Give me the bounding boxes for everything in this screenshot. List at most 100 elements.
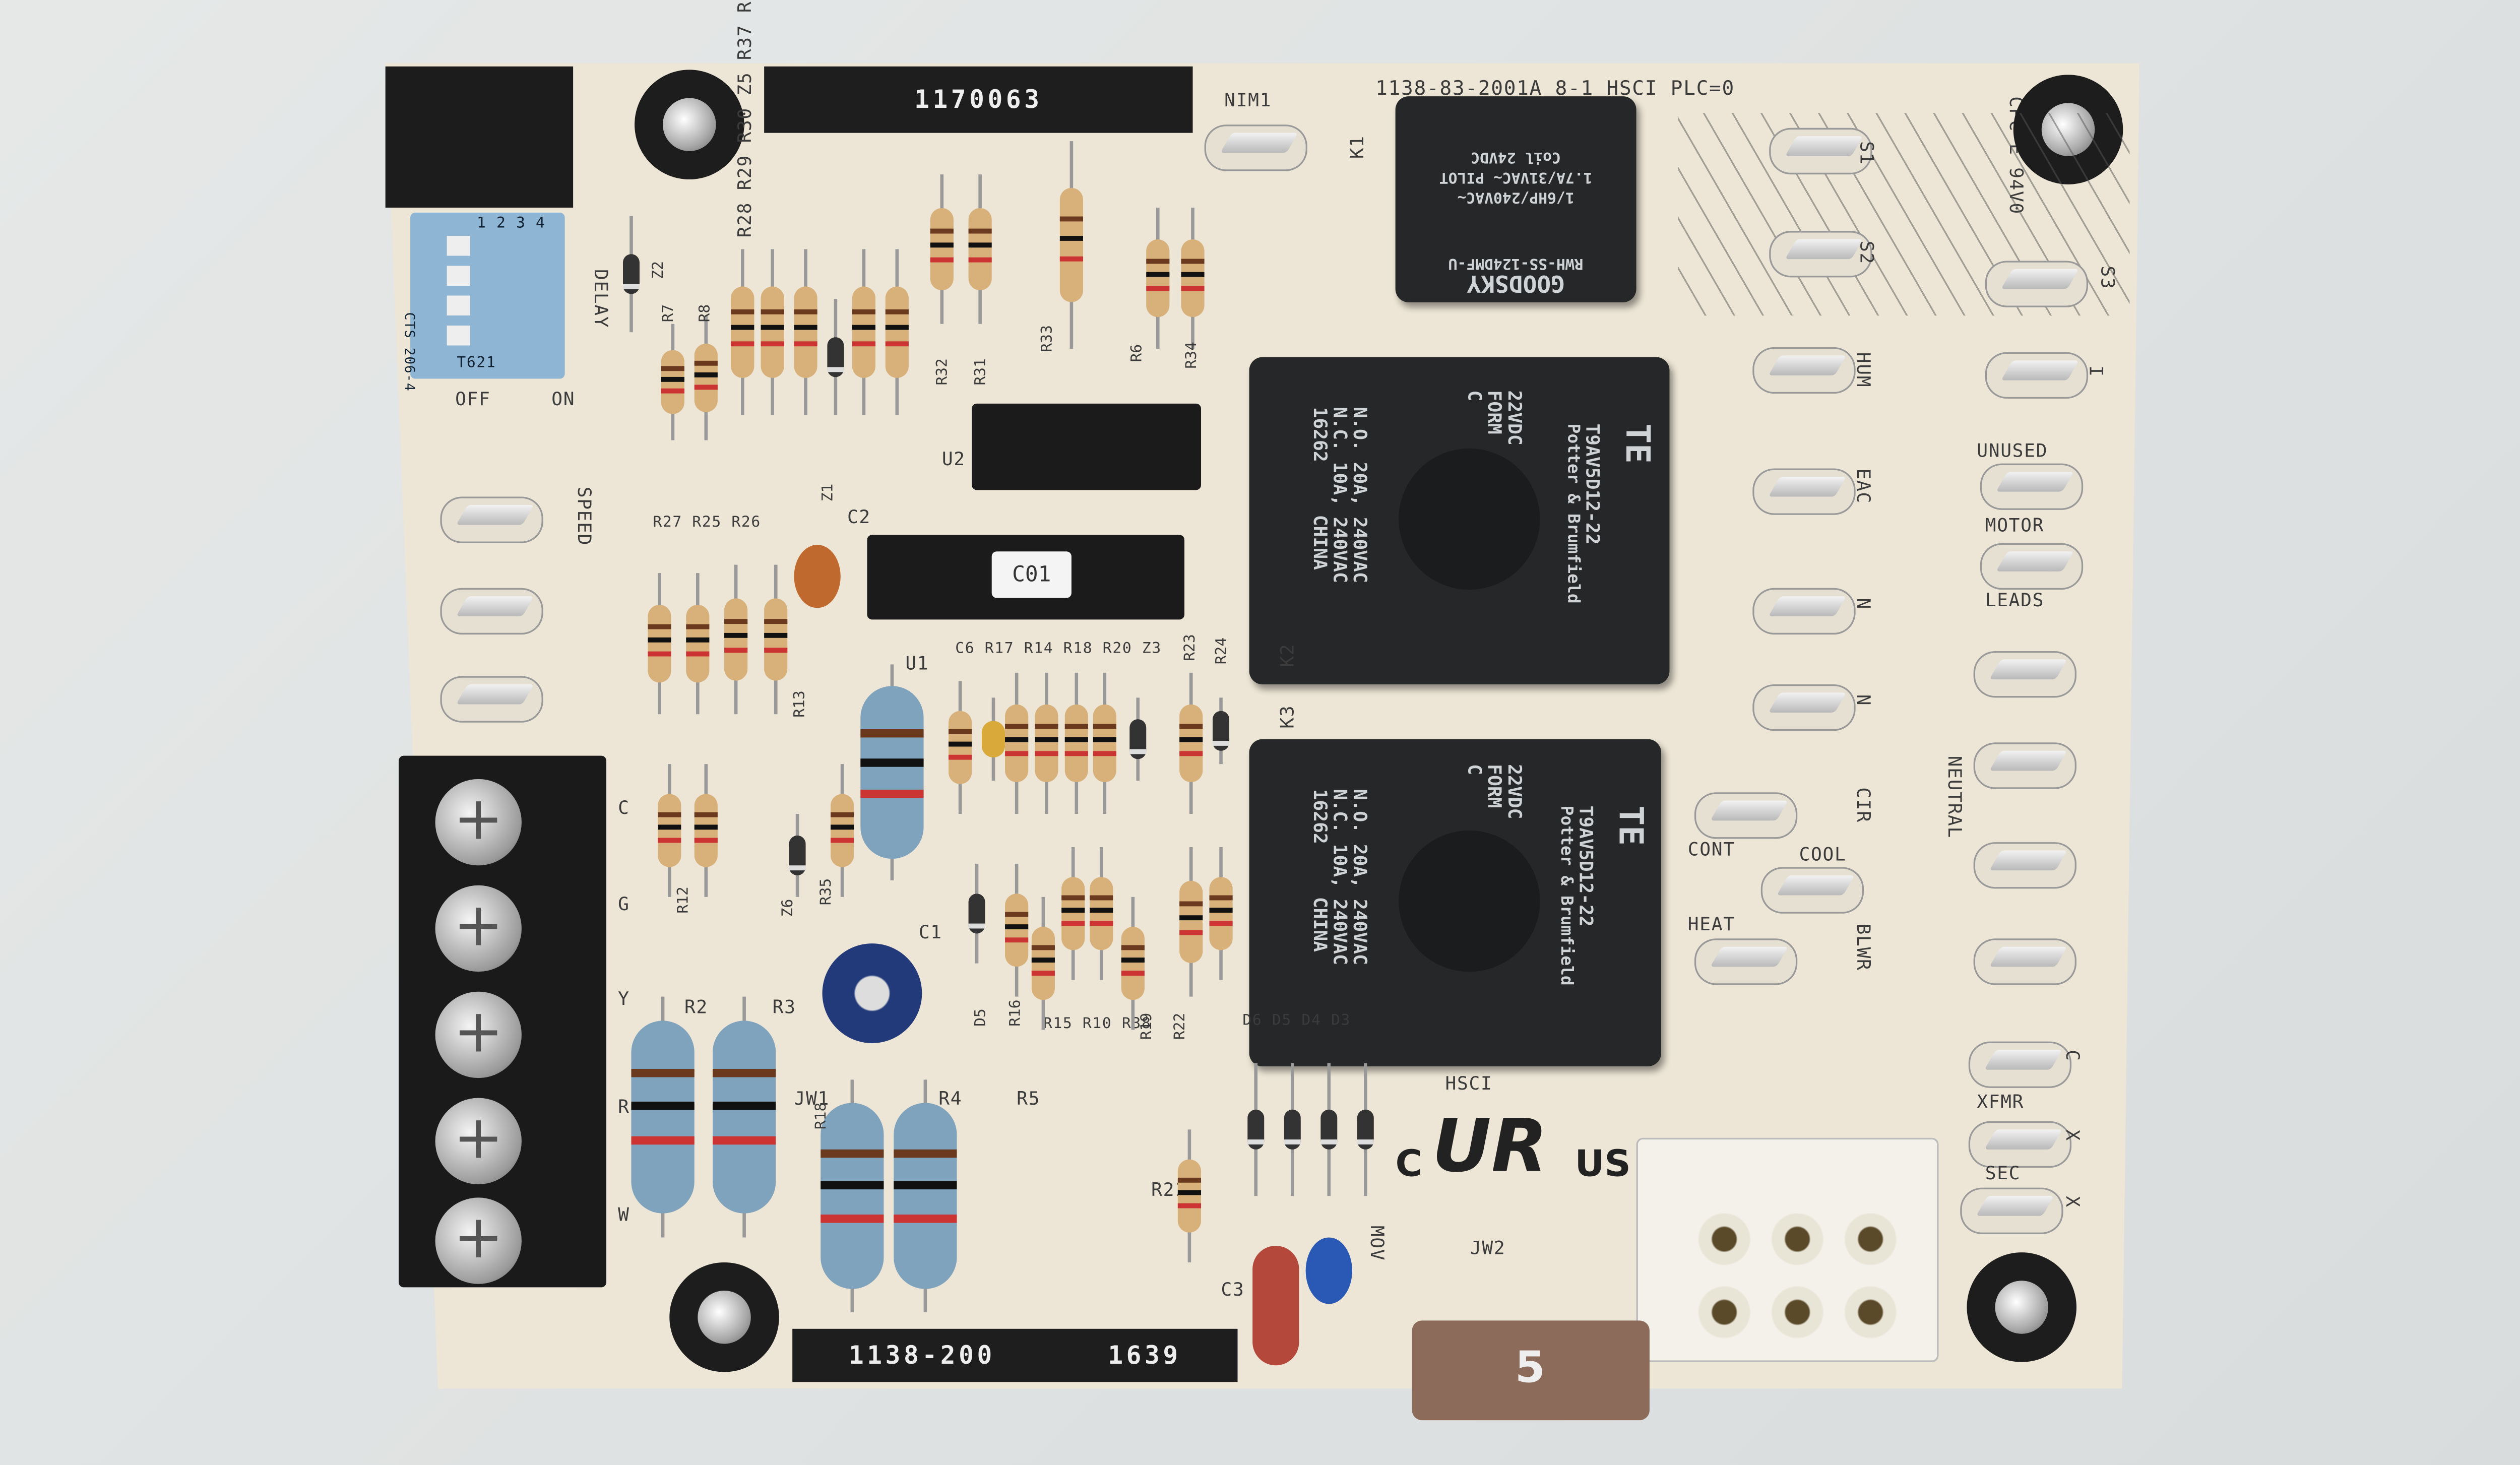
quick-connect-terminal[interactable] (1985, 352, 2089, 399)
quick-connect-terminal[interactable] (1973, 651, 2076, 698)
quick-connect-terminal[interactable] (1752, 468, 1856, 515)
unused-label: UNUSED (1977, 440, 2048, 462)
color-band (1090, 921, 1113, 926)
terminal-screw[interactable] (435, 1098, 522, 1185)
color-band (1209, 921, 1233, 926)
color-band (648, 624, 671, 629)
color-band (712, 1136, 776, 1145)
terminal-c: C (618, 797, 630, 819)
color-band (852, 309, 875, 314)
quick-connect-terminal[interactable] (440, 496, 543, 543)
r24-ref: R24 (1214, 637, 1231, 665)
cool-label: COOL (1799, 844, 1847, 866)
color-band (1179, 724, 1203, 729)
quick-connect-terminal[interactable] (1752, 347, 1856, 394)
color-band (648, 651, 671, 657)
color-band (1031, 945, 1055, 950)
color-band (885, 325, 909, 330)
ul-us: US (1574, 1144, 1631, 1186)
resistor (930, 208, 954, 290)
color-band (1093, 724, 1116, 729)
color-band (930, 228, 954, 234)
capacitor-c2 (794, 545, 841, 608)
c1-ref: C1 (918, 922, 942, 944)
color-band (686, 651, 710, 657)
color-band (658, 838, 681, 843)
resistor (949, 711, 972, 784)
color-band (1121, 958, 1145, 963)
power-resistor (631, 1021, 695, 1214)
quick-connect-terminal[interactable] (1985, 261, 2089, 307)
resistor (1064, 704, 1088, 783)
color-band (860, 789, 924, 798)
color-band (731, 325, 754, 330)
quick-connect-terminal[interactable] (1960, 1187, 2063, 1234)
resistor (885, 286, 909, 378)
r5-ref: R5 (1017, 1088, 1041, 1110)
color-band (794, 309, 817, 314)
quick-connect-terminal[interactable] (1694, 938, 1798, 985)
color-band (1179, 901, 1203, 907)
color-band (1179, 751, 1203, 756)
color-band (631, 1101, 695, 1110)
color-band (1090, 908, 1113, 913)
six-pin-connector[interactable] (1636, 1137, 1939, 1362)
terminal-screw[interactable] (435, 885, 522, 972)
quick-connect-terminal[interactable] (1968, 1121, 2072, 1168)
color-band (1031, 958, 1055, 963)
color-band (930, 242, 954, 248)
color-band (1035, 751, 1058, 756)
top-silkscreen: 1138-83-2001A 8-1 HSCI PLC=0 (1375, 76, 1735, 100)
color-band (694, 360, 718, 366)
quick-connect-terminal[interactable] (1980, 543, 2084, 590)
quick-connect-terminal[interactable] (1752, 588, 1856, 635)
r22-ref: R22 (1172, 1012, 1189, 1040)
color-band (1181, 259, 1205, 264)
quick-connect-terminal[interactable] (1694, 792, 1798, 839)
color-band (1177, 1177, 1202, 1183)
color-band (686, 637, 710, 643)
quick-connect-terminal[interactable] (1973, 842, 2076, 889)
quick-connect-terminal[interactable] (1769, 231, 1872, 278)
color-band (712, 1068, 776, 1077)
jw2-ref: JW2 (1470, 1237, 1506, 1259)
quick-connect-terminal[interactable] (1760, 867, 1864, 914)
color-band (949, 729, 972, 734)
quick-connect-terminal[interactable] (1973, 938, 2076, 985)
cont-label: CONT (1687, 839, 1735, 861)
diode-band (789, 865, 806, 871)
color-band (1064, 724, 1088, 729)
terminal-screw[interactable] (435, 1197, 522, 1284)
heat-label: HEAT (1687, 913, 1735, 935)
quick-connect-terminal[interactable] (440, 676, 543, 723)
quick-connect-terminal[interactable] (1204, 124, 1307, 171)
r33-ref: R33 (1040, 325, 1057, 352)
color-band (794, 341, 817, 347)
color-band (1061, 921, 1085, 926)
quick-connect-terminal[interactable] (1968, 1041, 2072, 1088)
r-mid-refs: R27 R25 R26 (653, 515, 761, 532)
dip-levers[interactable] (447, 236, 470, 352)
quick-connect-terminal[interactable] (440, 588, 543, 635)
z1-ref: Z1 (821, 483, 838, 502)
dip-switch[interactable]: 1 2 3 4 CTS 206-4 T621 (402, 212, 565, 392)
resistor (731, 286, 754, 378)
quick-connect-terminal[interactable] (1973, 742, 2076, 789)
terminal-screw[interactable] (435, 991, 522, 1078)
color-band (1035, 724, 1058, 729)
terminal-screw[interactable] (435, 779, 522, 866)
c2-ref: C2 (847, 506, 871, 529)
relay-k3: TE T9AV5D12-22 Potter & Brumfield 22VDC … (1249, 739, 1661, 1067)
quick-connect-terminal[interactable] (1752, 684, 1856, 731)
motor-label: MOTOR (1985, 515, 2045, 537)
quick-connect-terminal[interactable] (1769, 128, 1872, 175)
color-band (661, 366, 684, 371)
fuse[interactable]: 5 (1412, 1320, 1650, 1421)
r4-ref: R4 (938, 1088, 963, 1110)
color-band (761, 341, 784, 347)
quick-connect-terminal[interactable] (1980, 463, 2084, 510)
r34-ref: R34 (1184, 342, 1202, 369)
diode-band (1129, 749, 1147, 754)
color-band (968, 242, 992, 248)
color-band (1146, 272, 1170, 277)
